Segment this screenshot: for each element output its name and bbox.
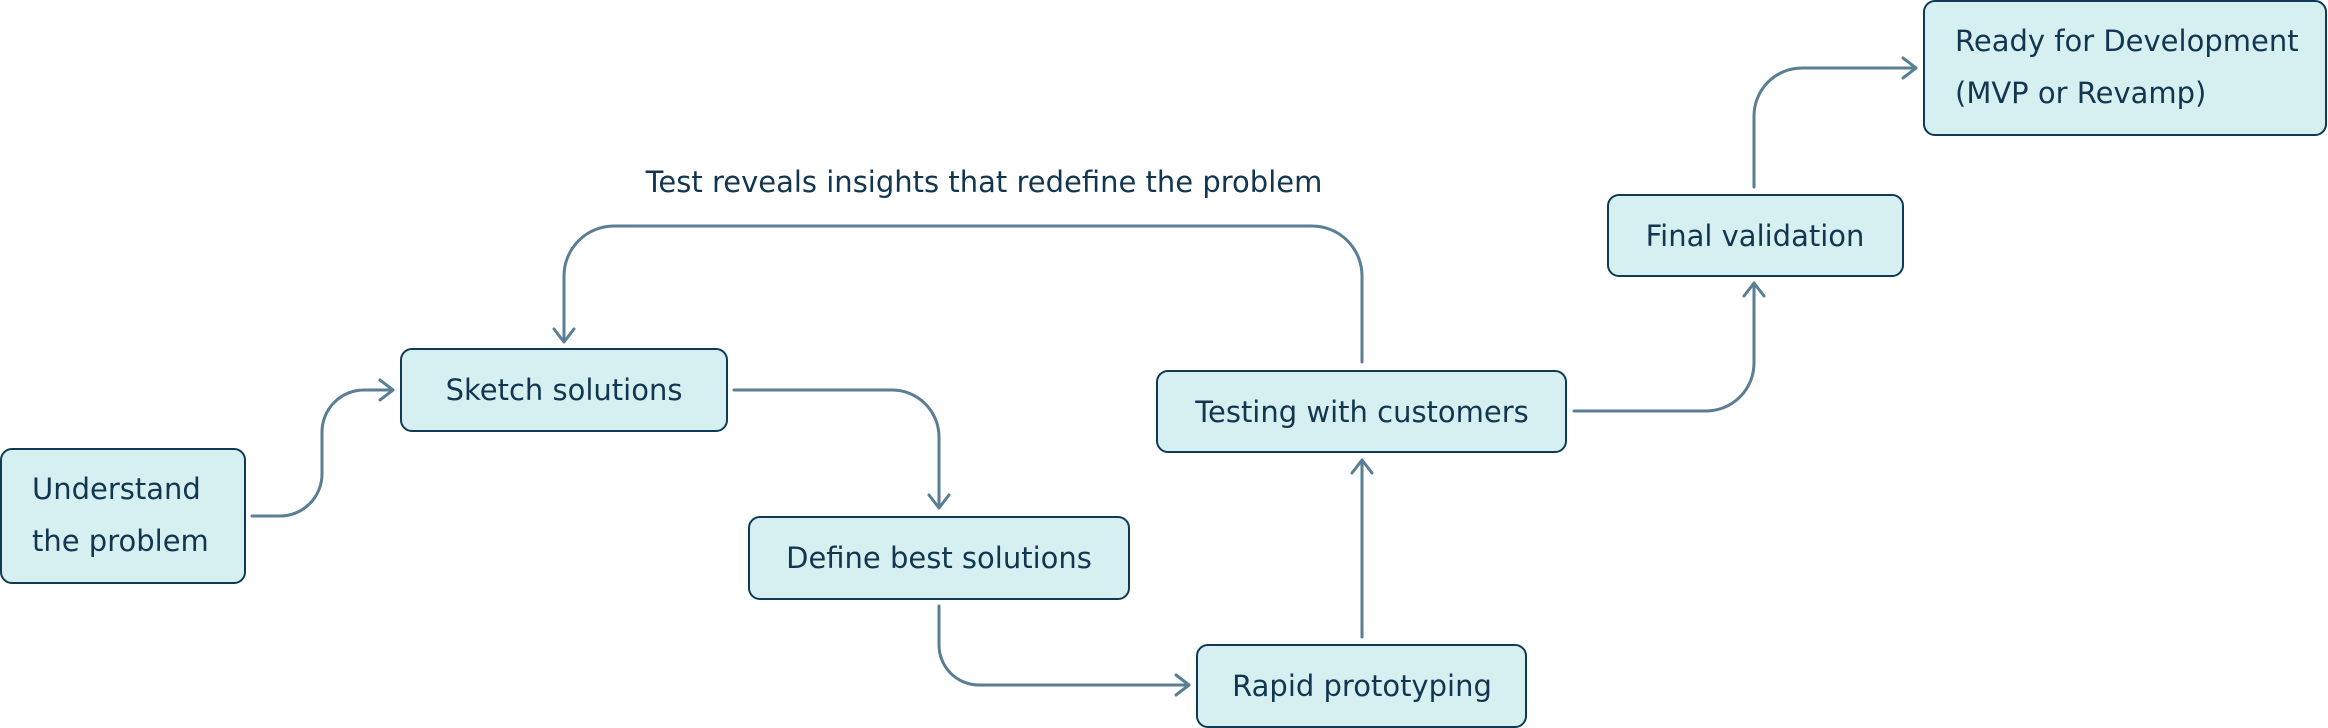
- edge-testing-loop-to-sketch: [562, 224, 1364, 364]
- node-define-best-solutions: Define best solutions: [748, 516, 1130, 600]
- arrowhead-down-icon: [927, 493, 951, 510]
- node-label: Final validation: [1646, 219, 1865, 253]
- node-final-validation: Final validation: [1607, 194, 1904, 277]
- node-ready-for-development: Ready for Development (MVP or Revamp): [1923, 0, 2327, 136]
- edge-sketch-to-define: [732, 388, 941, 509]
- arrowhead-right-icon: [1174, 673, 1191, 697]
- node-label: Sketch solutions: [446, 373, 683, 407]
- arrowhead-down-icon: [552, 327, 576, 344]
- node-label-line: Understand: [32, 472, 201, 506]
- node-sketch-solutions: Sketch solutions: [400, 348, 728, 432]
- node-testing-with-customers: Testing with customers: [1156, 370, 1567, 453]
- loop-annotation-label: Test reveals insights that redefine the …: [645, 165, 1323, 199]
- node-label: Rapid prototyping: [1232, 669, 1492, 703]
- node-label-line: the problem: [32, 524, 209, 558]
- edge-define-to-prototype: [937, 604, 1190, 687]
- edge-testing-to-validation: [1572, 282, 1756, 413]
- edge-validation-to-ready: [1752, 66, 1917, 189]
- node-rapid-prototyping: Rapid prototyping: [1196, 644, 1527, 728]
- node-understand-the-problem: Understand the problem: [0, 448, 246, 584]
- connectors: [250, 56, 1918, 697]
- arrowhead-up-icon: [1350, 458, 1374, 475]
- node-label: Testing with customers: [1194, 395, 1529, 429]
- node-label-line: (MVP or Revamp): [1955, 76, 2206, 110]
- node-label: Define best solutions: [786, 541, 1092, 575]
- arrowhead-up-icon: [1742, 281, 1766, 298]
- edge-understand-to-sketch: [250, 388, 394, 518]
- arrowhead-right-icon: [378, 378, 395, 402]
- arrowhead-right-icon: [1901, 56, 1918, 80]
- node-label-line: Ready for Development: [1955, 24, 2299, 58]
